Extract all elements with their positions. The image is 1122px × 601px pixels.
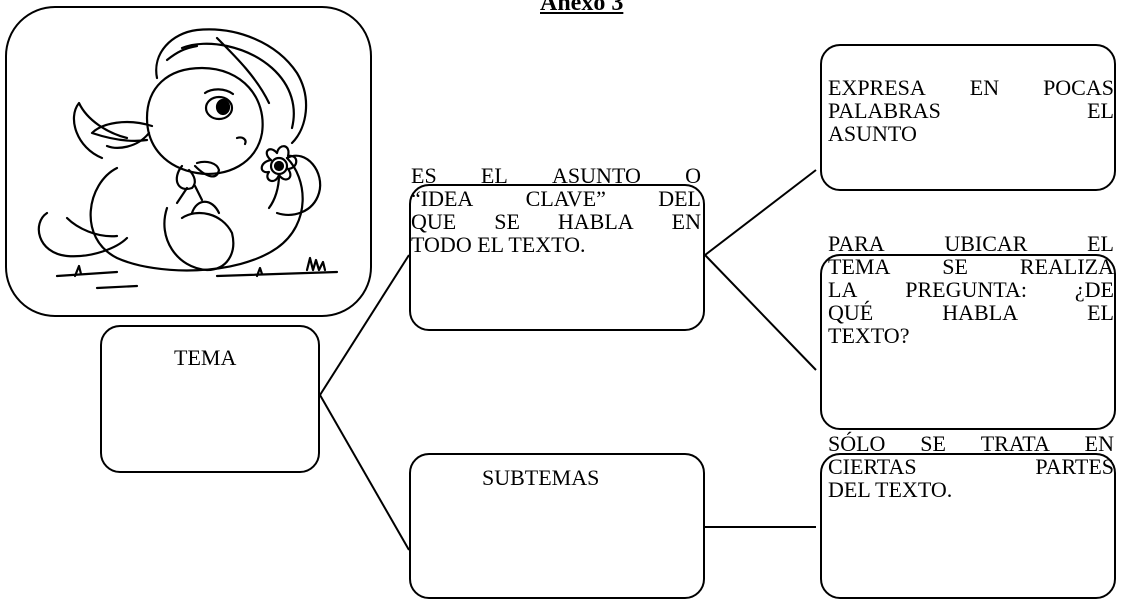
illustration-box — [5, 6, 372, 317]
locate-node — [820, 254, 1116, 430]
locate-line-5: TEXTO? — [828, 323, 910, 348]
connector-definition-locate — [704, 254, 817, 371]
tema-label: TEMA — [174, 345, 237, 370]
express-line-3: ASUNTO — [828, 121, 917, 146]
express-node — [820, 44, 1116, 191]
definition-line-4: TODO EL TEXTO. — [411, 232, 586, 257]
subtemas-label: SUBTEMAS — [482, 465, 600, 490]
tema-node — [100, 325, 320, 473]
subtopic-note-node — [820, 453, 1116, 599]
definition-node — [409, 184, 705, 331]
connector-definition-express — [704, 169, 817, 256]
connector-tema-subtemas — [319, 394, 410, 551]
duck-illustration — [37, 28, 339, 290]
subtopic-note-line-3: DEL TEXTO. — [828, 477, 953, 502]
subtemas-node — [409, 453, 705, 599]
connector-tema-definition — [319, 254, 410, 396]
page-title: Anexo 3 — [540, 0, 624, 16]
